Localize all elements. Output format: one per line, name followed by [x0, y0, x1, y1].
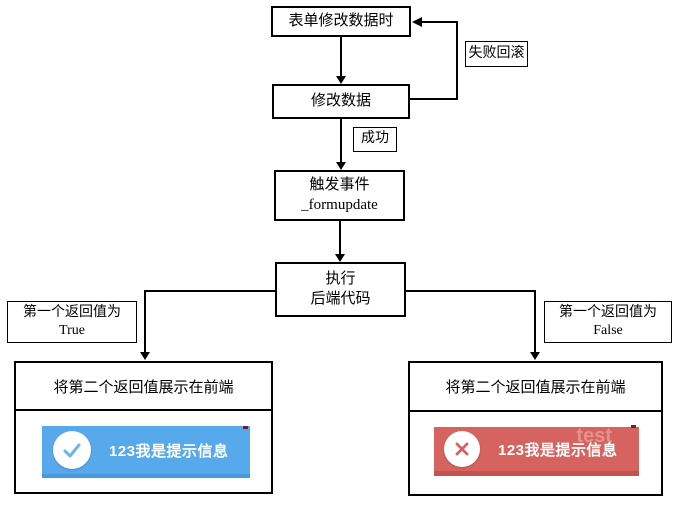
arrowhead-down-2: [336, 162, 346, 170]
test-watermark: test: [576, 425, 612, 447]
result-box-true-body: 123我是提示信息: [16, 411, 271, 492]
node-form-change: 表单修改数据时: [271, 6, 411, 37]
edge-label-true-condition: 第一个返回值为 True: [7, 301, 137, 343]
error-toast: 123我是提示信息 test: [434, 425, 639, 476]
trigger-event-line2: _formupdate: [301, 196, 378, 213]
true-condition-line2: True: [59, 323, 85, 338]
edge-label-fail-rollback: 失败回滚: [465, 41, 528, 67]
success-text: 成功: [361, 131, 389, 147]
result-box-true-title: 将第二个返回值展示在前端: [16, 363, 271, 411]
arrowhead-down-false: [530, 352, 540, 360]
arrowhead-down-1: [336, 76, 346, 84]
trigger-event-line1: 触发事件: [309, 177, 370, 193]
success-toast: 123我是提示信息: [42, 426, 250, 478]
result-box-true: 将第二个返回值展示在前端 123我是提示信息: [14, 361, 273, 494]
result-box-false-title: 将第二个返回值展示在前端: [410, 363, 661, 412]
fail-rollback-text: 失败回滚: [468, 45, 525, 61]
check-circle-icon: [53, 431, 91, 469]
execute-backend-line1: 执行: [325, 271, 356, 287]
node-modify-data-label: 修改数据: [310, 92, 371, 109]
error-toast-message: 123我是提示信息: [498, 441, 618, 459]
arrowhead-left-rollback: [412, 17, 422, 27]
node-form-change-label: 表单修改数据时: [288, 12, 394, 29]
false-condition-line2: False: [593, 323, 623, 338]
result-box-false-body: 123我是提示信息 test: [410, 412, 661, 494]
edge-label-false-condition: 第一个返回值为 False: [544, 301, 672, 343]
edge-true-branch: [144, 290, 275, 353]
node-execute-backend: 执行 后端代码: [275, 262, 406, 317]
true-condition-line1: 第一个返回值为: [23, 304, 121, 320]
arrowhead-down-true: [140, 352, 150, 360]
success-toast-message: 123我是提示信息: [109, 442, 229, 460]
result-box-false: 将第二个返回值展示在前端 123我是提示信息 test: [408, 361, 663, 496]
success-toast-corner-mark: [243, 426, 248, 429]
node-trigger-event: 触发事件 _formupdate: [274, 170, 405, 221]
arrowhead-down-3: [335, 254, 345, 262]
node-modify-data: 修改数据: [272, 84, 410, 119]
edge-fail-rollback-loop: [410, 21, 458, 100]
false-condition-line1: 第一个返回值为: [559, 304, 657, 320]
x-circle-icon: [444, 431, 480, 467]
edge-false-branch: [406, 290, 536, 353]
error-toast-corner-mark: [631, 425, 636, 428]
execute-backend-line2: 后端代码: [310, 290, 371, 307]
edge-label-success: 成功: [353, 127, 397, 152]
